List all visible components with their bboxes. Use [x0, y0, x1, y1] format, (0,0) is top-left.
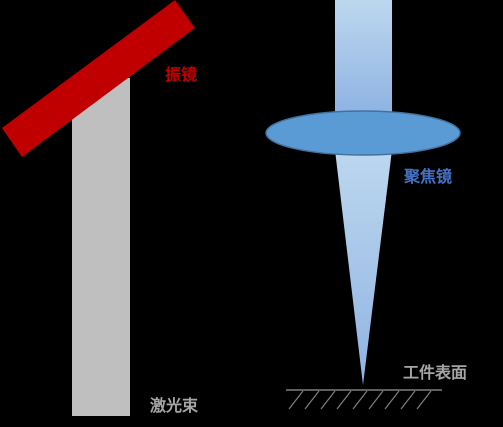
focused-beam-cone [335, 150, 392, 385]
laser-beam-column [72, 78, 130, 416]
focus-lens [265, 110, 461, 156]
galvo-mirror [2, 0, 195, 157]
focus-lens-label: 聚焦镜 [403, 167, 452, 186]
surface-hatching [288, 390, 432, 410]
galvo-mirror-label: 振镜 [165, 65, 197, 84]
laser-beam-label: 激光束 [150, 396, 199, 415]
collimated-beam [335, 0, 392, 112]
workpiece-surface-label: 工件表面 [403, 363, 467, 382]
